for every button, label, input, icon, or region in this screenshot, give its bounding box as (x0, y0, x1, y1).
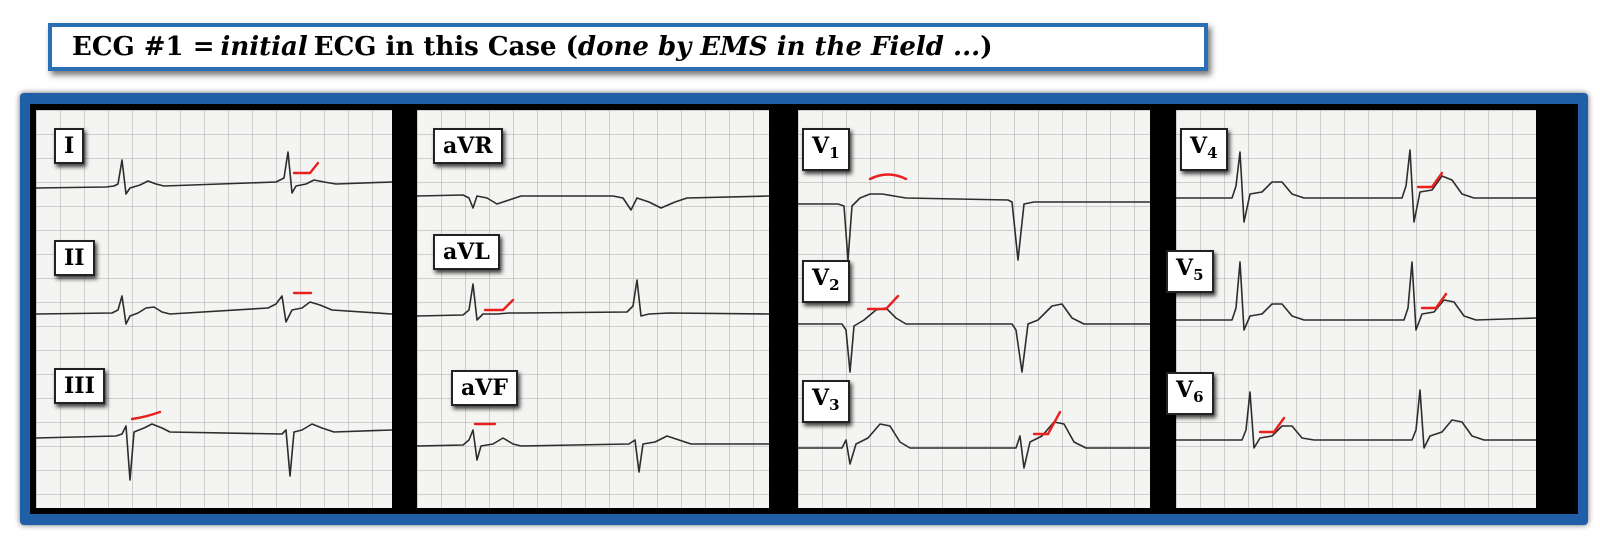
trace-lead-I (36, 151, 392, 195)
panel-precordial-2: V4 V5 V6 (1166, 110, 1536, 508)
st-mark-III (130, 410, 162, 421)
st-mark-V4 (1416, 171, 1444, 189)
title-text-5: ) (980, 32, 993, 62)
panel-limb-leads-1: I II III (36, 110, 392, 508)
st-mark-V3 (1032, 410, 1062, 436)
trace-lead-III (36, 423, 392, 481)
label-lead-V4-sub: 4 (1207, 144, 1218, 162)
st-mark-V2 (866, 294, 900, 311)
st-mark-aVL (483, 298, 515, 312)
label-lead-V5-sub: 5 (1193, 266, 1204, 284)
label-lead-V4-base: V (1190, 133, 1208, 159)
label-lead-V6-base: V (1176, 377, 1194, 403)
title-text-4: done by EMS in the Field ... (577, 32, 981, 62)
panel-1-traces (36, 151, 392, 481)
ecg-frame: I II III aVR aVL aVF (20, 93, 1588, 525)
label-lead-III: III (54, 368, 105, 404)
trace-lead-V6 (1176, 389, 1536, 449)
label-lead-II: II (54, 240, 95, 276)
panel-limb-leads-2: aVR aVL aVF (417, 110, 769, 508)
trace-lead-aVR (417, 194, 769, 211)
ecg-inner: I II III aVR aVL aVF (30, 104, 1578, 514)
st-mark-I (292, 161, 320, 175)
panel-2-traces (417, 194, 769, 473)
title-text-3: ECG in this Case ( (313, 32, 578, 62)
panel-3-traces (798, 173, 1150, 469)
trace-lead-aVF (417, 429, 769, 473)
title-text-1: ECG #1 = (72, 32, 215, 62)
label-lead-V2-base: V (812, 265, 830, 291)
label-lead-V6: V6 (1166, 372, 1214, 415)
label-lead-V3: V3 (802, 380, 850, 423)
label-lead-I: I (54, 128, 85, 164)
trace-lead-II (36, 295, 392, 325)
trace-lead-V4 (1176, 149, 1536, 223)
label-lead-V1-sub: 1 (829, 144, 840, 162)
trace-lead-V2 (798, 303, 1150, 373)
label-lead-V1-base: V (812, 133, 830, 159)
label-lead-V2: V2 (802, 260, 850, 303)
label-lead-aVF: aVF (451, 370, 518, 406)
label-lead-V5-base: V (1176, 255, 1194, 281)
title-text-2: initial (220, 32, 308, 62)
trace-lead-V3 (798, 421, 1150, 469)
label-lead-V6-sub: 6 (1193, 388, 1204, 406)
st-mark-V5 (1420, 292, 1448, 310)
title-box: ECG #1 = initial ECG in this Case ( done… (48, 23, 1208, 71)
label-lead-V1: V1 (802, 128, 850, 171)
panel-precordial-1: V1 V2 V3 (798, 110, 1150, 508)
label-lead-aVL: aVL (433, 234, 500, 270)
st-mark-V1 (868, 173, 908, 181)
panel-4-traces (1176, 149, 1536, 449)
label-lead-V4: V4 (1180, 128, 1228, 171)
trace-lead-V1 (798, 193, 1150, 261)
label-lead-V2-sub: 2 (829, 276, 840, 294)
st-mark-V6 (1258, 416, 1286, 434)
label-lead-V3-base: V (812, 385, 830, 411)
trace-lead-aVL (417, 279, 769, 321)
trace-lead-V5 (1176, 261, 1536, 331)
label-lead-V3-sub: 3 (829, 396, 840, 414)
label-lead-V5: V5 (1166, 250, 1214, 293)
label-lead-aVR: aVR (433, 128, 503, 164)
